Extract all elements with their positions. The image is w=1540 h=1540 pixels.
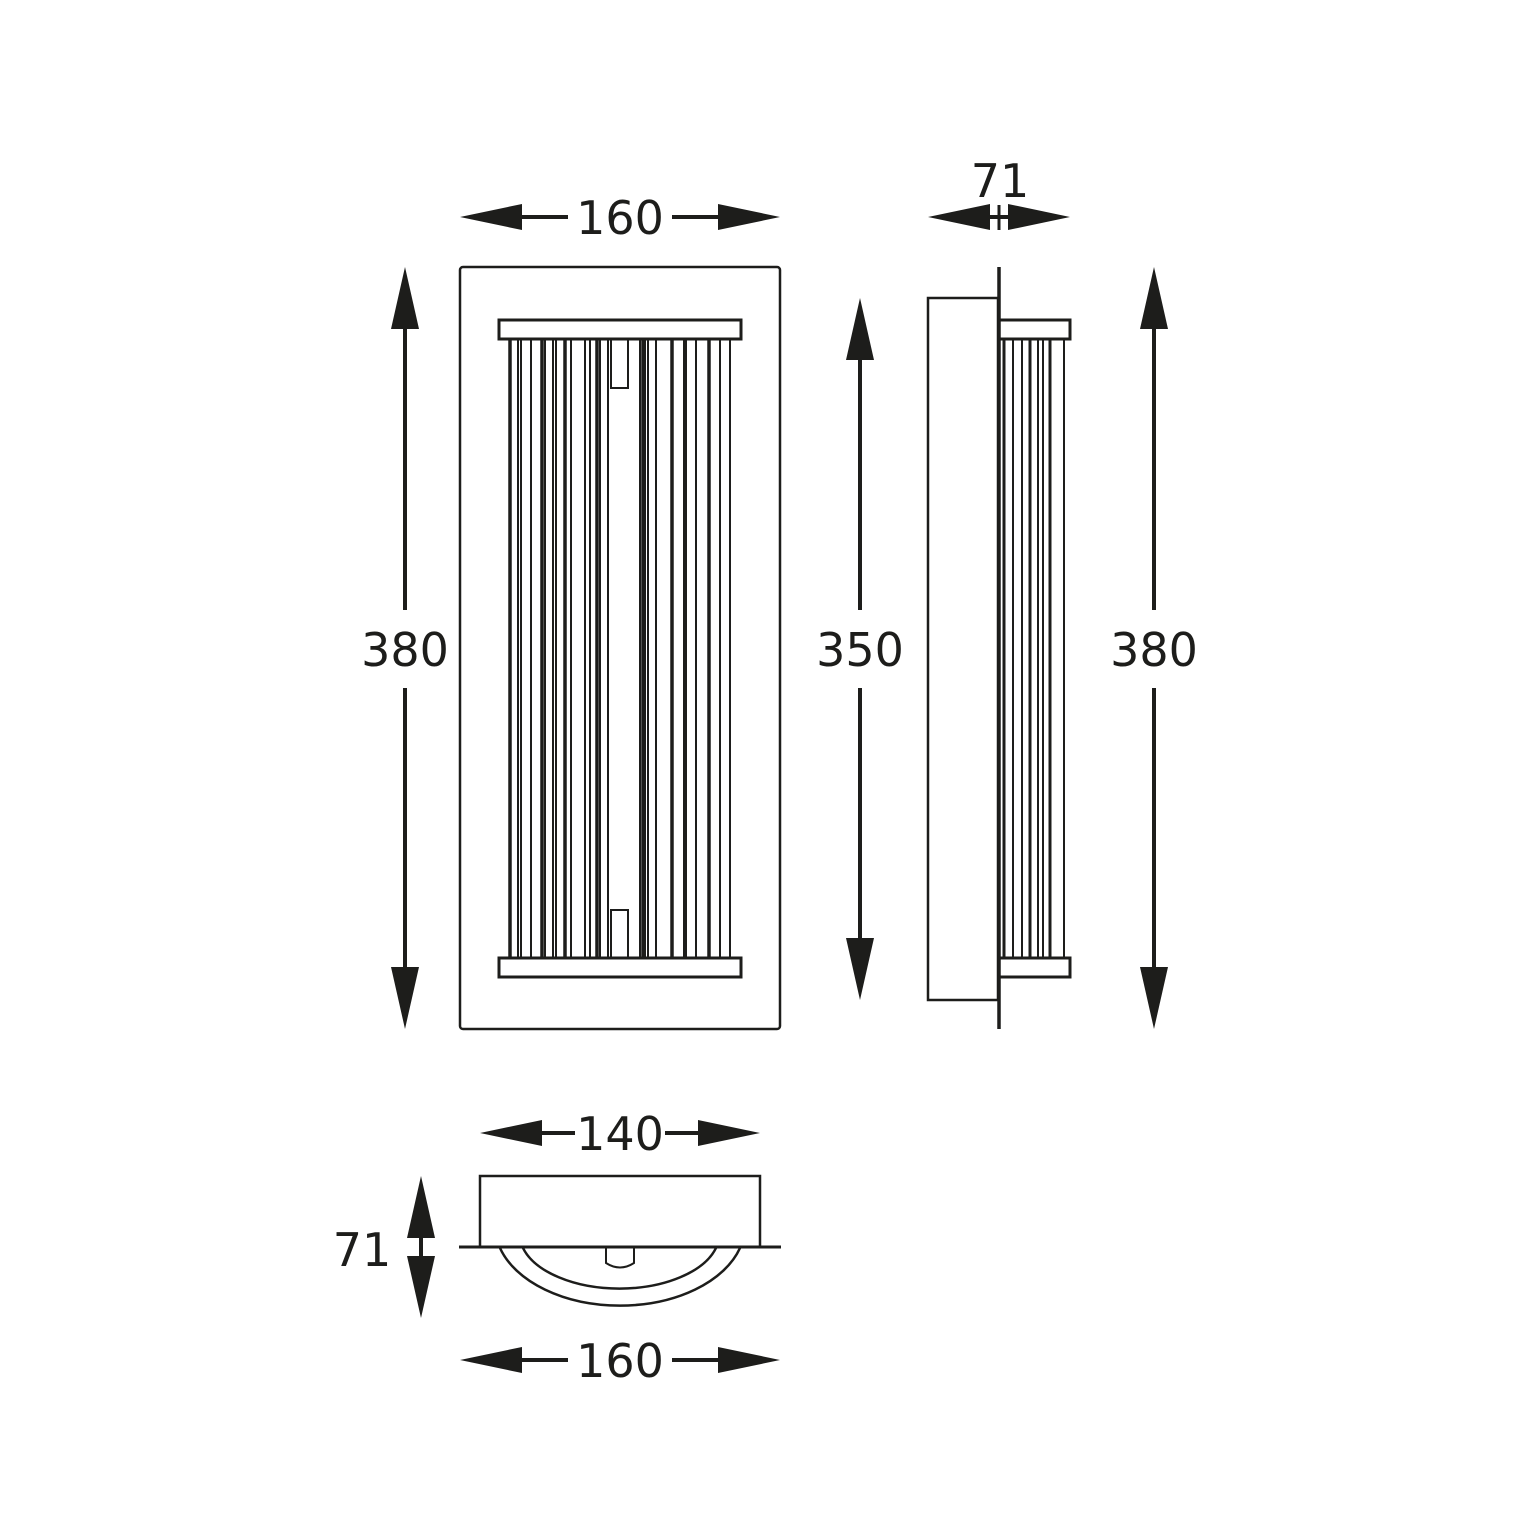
- front-center-mount-top: [610, 338, 629, 389]
- front-center-mount-bottom: [610, 909, 629, 959]
- front-height-label: 380: [361, 623, 449, 677]
- diffuser-height-dim-bottom-arrowhead: [846, 938, 874, 1000]
- front-height-dim-top-arrowhead: [391, 267, 419, 329]
- front-view: [458, 265, 782, 1031]
- side-height-dim-top-arrowhead: [1140, 267, 1168, 329]
- front-top-cap: [497, 318, 743, 341]
- backplate-width-dim-right-arrowhead: [698, 1120, 760, 1146]
- side-backplate: [926, 296, 1000, 1002]
- side-height-dim-bottom-arrowhead: [1140, 967, 1168, 1029]
- bottom-inner-arc: [521, 1247, 718, 1290]
- bottom-backplate: [478, 1174, 762, 1249]
- side-bottom-cap: [997, 956, 1072, 979]
- front-height-dim-bottom-arrowhead: [391, 967, 419, 1029]
- front-backplate: [458, 265, 782, 1031]
- diffuser-height-dim-top-arrowhead: [846, 298, 874, 360]
- bottom-outer-arc: [498, 1247, 742, 1307]
- overall-width-label: 160: [576, 1334, 664, 1388]
- front-glass-rods: [508, 339, 731, 958]
- side-height-label: 380: [1110, 623, 1198, 677]
- diffuser-height-label: 350: [816, 623, 904, 677]
- side-glass-rods: [1002, 339, 1065, 958]
- front-width-label: 160: [576, 191, 664, 245]
- bottom-view: [459, 1174, 781, 1307]
- side-view: [926, 267, 1072, 1029]
- bottom-depth-dim-bottom-arrowhead: [407, 1256, 435, 1318]
- side-depth-dim-left-arrowhead: [928, 204, 990, 230]
- side-top-cap: [997, 318, 1072, 341]
- bottom-depth-dim-top-arrowhead: [407, 1176, 435, 1238]
- bottom-mount-knob: [605, 1248, 635, 1269]
- front-bottom-cap: [497, 956, 743, 979]
- side-depth-dim-right-arrowhead: [1008, 204, 1070, 230]
- overall-width-dim-left-arrowhead: [460, 1347, 522, 1373]
- dimension-arrows: [391, 204, 1168, 1373]
- side-depth-label: 71: [971, 154, 1030, 208]
- backplate-width-dim-left-arrowhead: [480, 1120, 542, 1146]
- front-width-dim-left-arrowhead: [460, 204, 522, 230]
- backplate-width-label: 140: [576, 1107, 664, 1161]
- bottom-depth-label: 71: [333, 1223, 392, 1277]
- overall-width-dim-right-arrowhead: [718, 1347, 780, 1373]
- front-width-dim-right-arrowhead: [718, 204, 780, 230]
